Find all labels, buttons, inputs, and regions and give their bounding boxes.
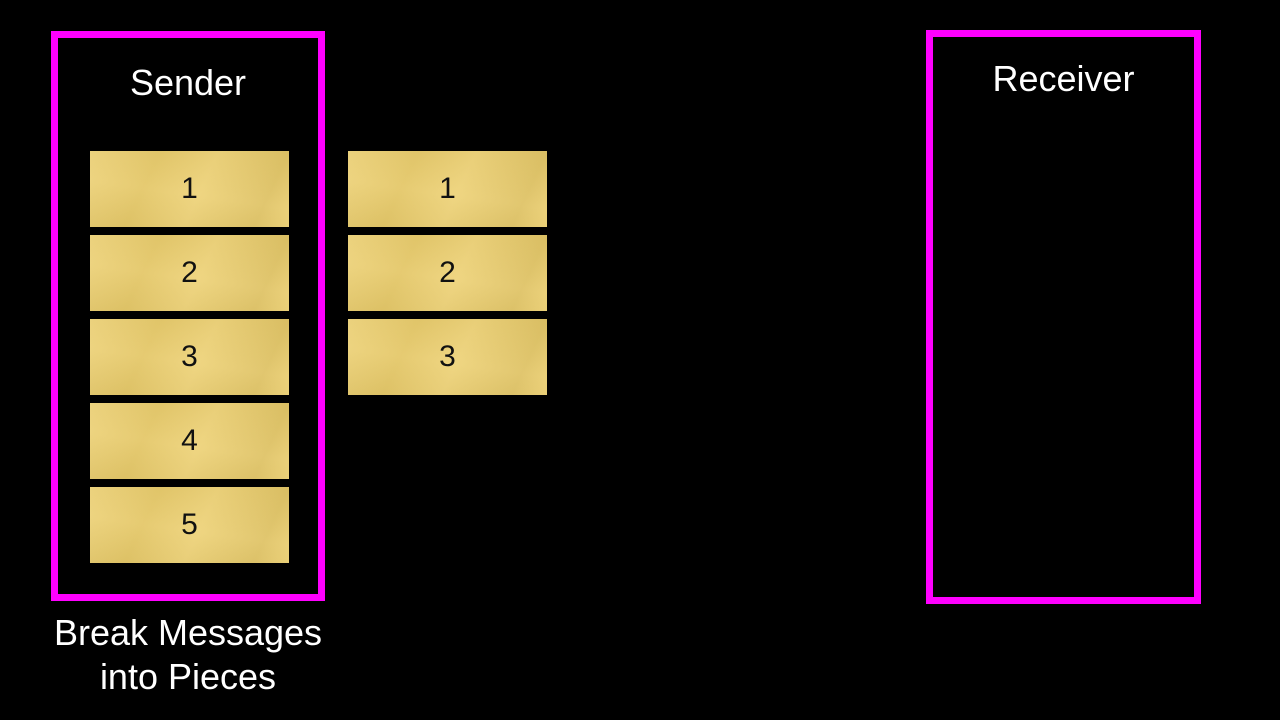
- receiver-title: Receiver: [992, 58, 1135, 99]
- sender-piece-3: 3: [90, 319, 289, 395]
- caption-line-1: Break Messages: [53, 612, 323, 653]
- sender-piece-2: 2: [90, 235, 289, 311]
- receiver-box: [926, 30, 1201, 604]
- sender-piece-5: 5: [90, 487, 289, 563]
- caption-line-2: into Pieces: [99, 656, 277, 697]
- sender-box: [51, 31, 325, 601]
- sender-piece-4: 4: [90, 403, 289, 479]
- transit-piece-1: 1: [348, 151, 547, 227]
- sender-piece-1: 1: [90, 151, 289, 227]
- sender-title: Sender: [129, 62, 247, 103]
- caption: Break Messages into Pieces: [20, 611, 356, 699]
- transit-piece-2: 2: [348, 235, 547, 311]
- transit-piece-3: 3: [348, 319, 547, 395]
